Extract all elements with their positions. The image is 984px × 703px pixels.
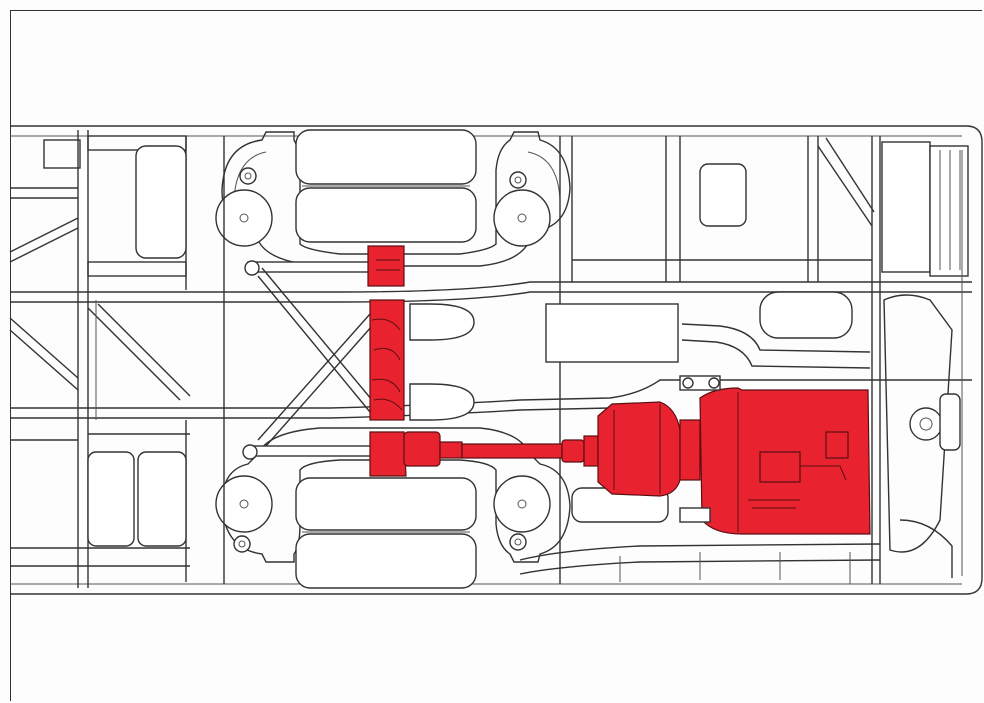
gearbox (597, 401, 701, 497)
brake-discs (215, 189, 551, 533)
brake-chambers (409, 303, 475, 421)
air-bellows-upper (295, 129, 477, 243)
air-bellows-lower (295, 477, 477, 589)
radiator-unit (881, 141, 969, 578)
chassis-outline (10, 125, 983, 595)
engine-block (699, 387, 871, 535)
lower-rear-pipes (519, 543, 881, 584)
rear-axle-housing (367, 245, 407, 477)
front-frame (9, 130, 191, 588)
mounting-bolts (233, 167, 527, 553)
rear-tanks (545, 163, 853, 523)
page-frame-border (10, 10, 982, 701)
front-tanks (87, 145, 187, 547)
exhaust-pipe (681, 323, 871, 369)
drive-shaft (403, 431, 599, 467)
engine-mounts (679, 375, 721, 523)
